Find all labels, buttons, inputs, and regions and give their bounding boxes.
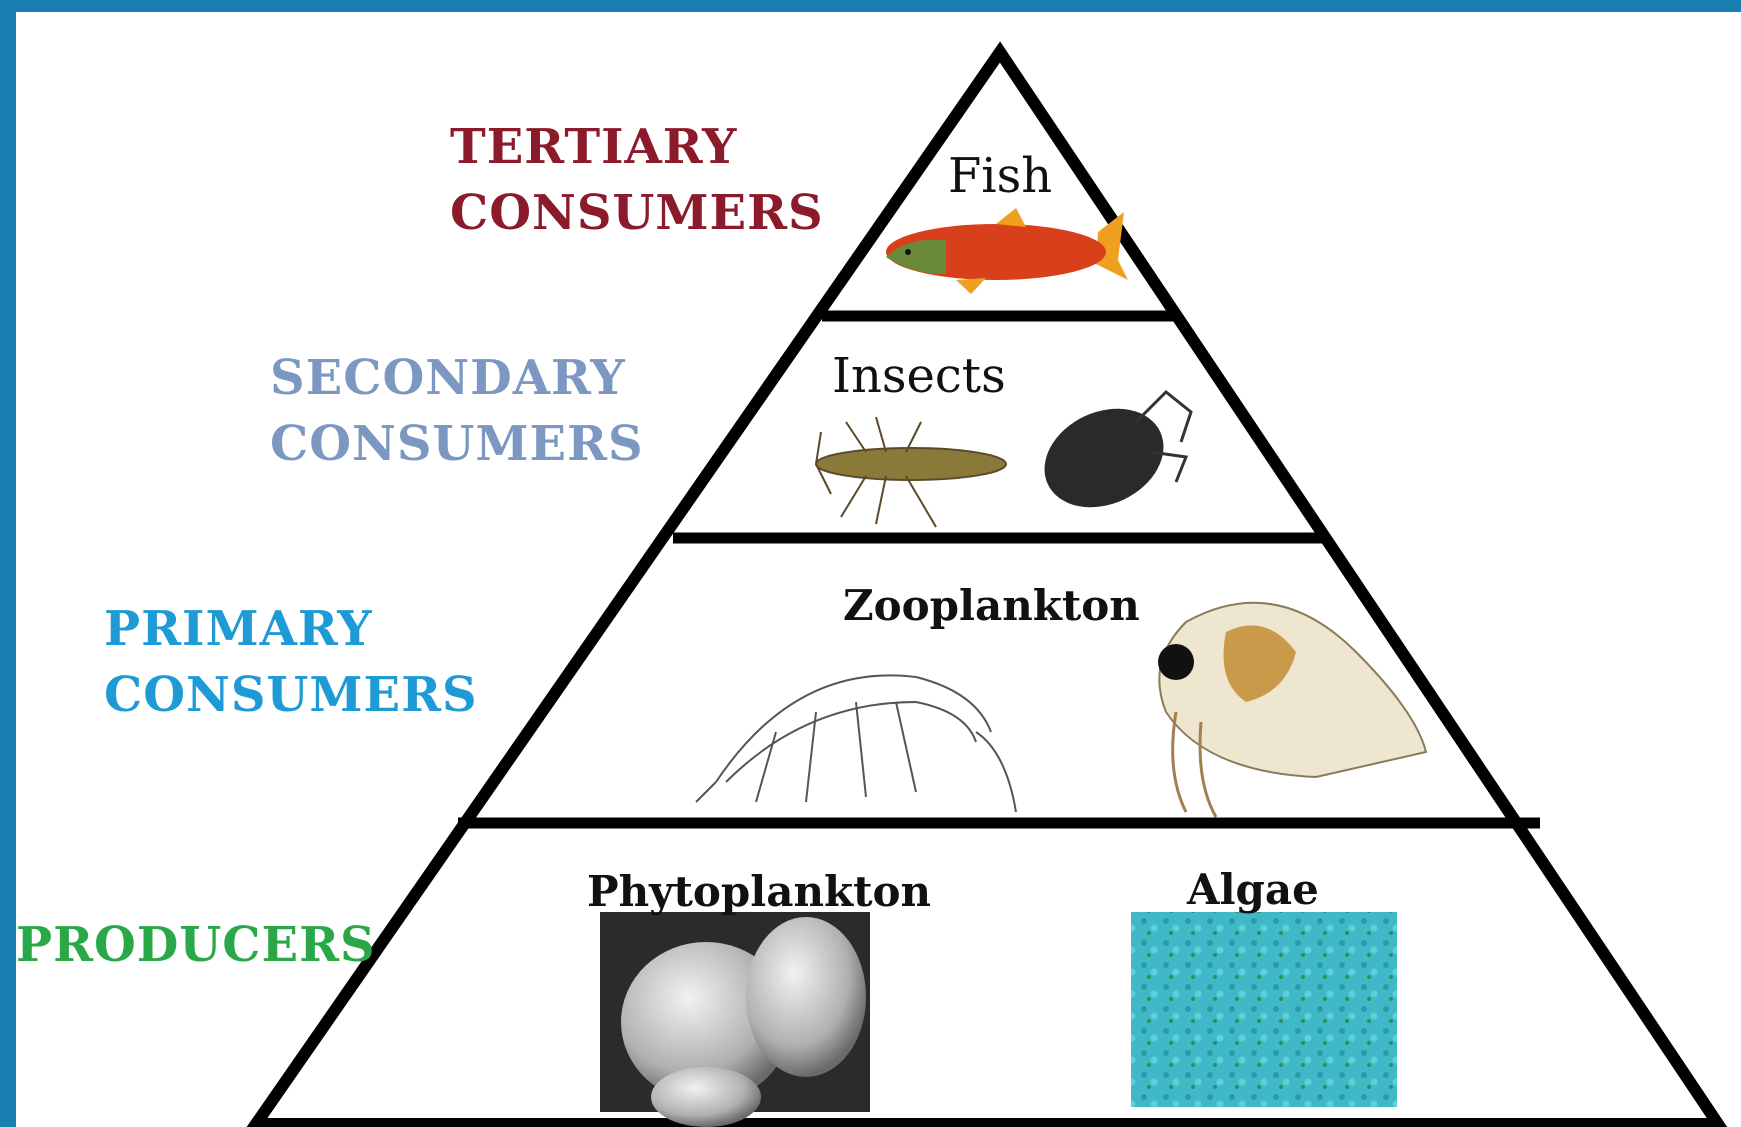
organism-label-fish: Fish bbox=[948, 148, 1052, 204]
insect-larva-illustration bbox=[816, 417, 1006, 527]
diagram-frame: TERTIARY CONSUMERS SECONDARY CONSUMERS P… bbox=[16, 12, 1741, 1127]
level-line-1: PRODUCERS bbox=[16, 912, 376, 978]
amphipod-illustration bbox=[696, 675, 1016, 812]
level-line-2: CONSUMERS bbox=[450, 180, 824, 246]
level-line-1: TERTIARY bbox=[450, 114, 824, 180]
level-label-producers: PRODUCERS bbox=[16, 912, 376, 978]
level-line-2: CONSUMERS bbox=[270, 411, 644, 477]
organism-label-zooplankton: Zooplankton bbox=[843, 581, 1140, 630]
level-label-primary-consumers: PRIMARY CONSUMERS bbox=[104, 596, 478, 728]
organism-label-insects: Insects bbox=[832, 348, 1006, 404]
water-beetle-illustration bbox=[1028, 390, 1191, 526]
level-label-secondary-consumers: SECONDARY CONSUMERS bbox=[270, 345, 644, 477]
level-label-tertiary-consumers: TERTIARY CONSUMERS bbox=[450, 114, 824, 246]
algae-image bbox=[1131, 912, 1397, 1107]
organism-label-phytoplankton: Phytoplankton bbox=[587, 867, 931, 916]
fish-illustration bbox=[886, 208, 1128, 294]
phytoplankton-image bbox=[600, 912, 870, 1127]
organism-label-algae: Algae bbox=[1187, 865, 1319, 914]
level-line-2: CONSUMERS bbox=[104, 662, 478, 728]
level-line-1: SECONDARY bbox=[270, 345, 644, 411]
level-line-1: PRIMARY bbox=[104, 596, 478, 662]
